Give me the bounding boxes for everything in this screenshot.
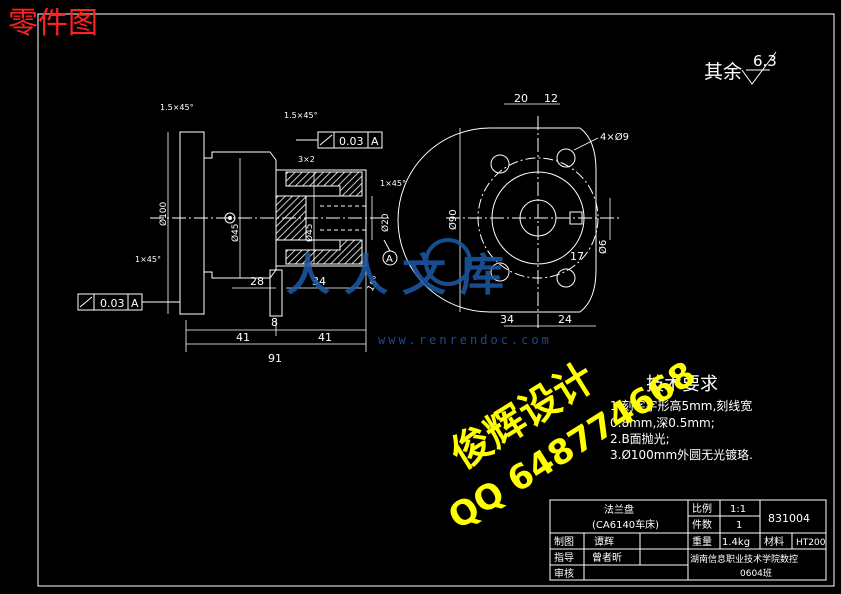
qty-label: 件数 (692, 518, 712, 531)
tolerance-left-datum: A (131, 297, 139, 310)
tech-item-4: 3.Ø100mm外圆无光镀珞. (610, 448, 753, 462)
dim-small-diameter: Ø20 (380, 213, 391, 232)
tolerance-frame-top: 0.03 A (296, 131, 383, 149)
guide-name: 曾者昕 (592, 551, 622, 564)
machine-name: (CA6140车床) (592, 518, 659, 531)
material-label: 材料 (764, 535, 784, 548)
groove-note: 3×2 (298, 155, 315, 164)
class-name: 0604班 (740, 567, 772, 579)
part-name: 法兰盘 (604, 503, 634, 516)
dim-12: 12 (544, 92, 558, 105)
chamfer-left: 1×45° (135, 255, 161, 264)
section-dim-text: Ø100 Ø45 Ø45 Ø20 28 34 8 41 41 91 15° (158, 201, 391, 365)
watermark-site: 人人文库 (286, 250, 518, 301)
section-dimensions (167, 132, 373, 352)
scale-label: 比例 (692, 502, 712, 515)
weight-value: 1.4kg (722, 537, 750, 548)
watermark-url: www.renrendoc.com (378, 333, 552, 347)
tech-item-1: 1.刻字字形高5mm,刻线宽 (610, 398, 752, 413)
flange-outline (397, 127, 597, 313)
hatch-top (285, 171, 363, 197)
dim-91: 91 (268, 352, 282, 365)
drawn-name: 谭辉 (594, 536, 614, 548)
site-watermark: 人人文库 www.renrendoc.com (286, 238, 552, 347)
school-name: 湖南信息职业技术学院数控 (690, 553, 798, 565)
dim-holes: 4×Ø9 (600, 131, 629, 143)
dim-41-b: 41 (318, 331, 332, 344)
bolt-hole-1 (490, 154, 510, 174)
dim-bore-diameter: Ø45 (304, 223, 315, 242)
tech-requirements: 技术要求 1.刻字字形高5mm,刻线宽 0.8mm,深0.5mm; 2.B面抛光… (610, 374, 753, 462)
section-annotations: 1.5×45° 1.5×45° 1×45° 1×45° 3×2 A (135, 103, 406, 265)
dim-side-diameter: Ø90 (447, 209, 459, 230)
dim-34-left: 34 (312, 275, 326, 288)
face-dim-text: 20 12 4×Ø9 Ø90 Ø6 17 34 24 (447, 92, 629, 326)
scale-value: 1:1 (730, 504, 746, 515)
tech-item-2: 0.8mm,深0.5mm; (610, 416, 715, 430)
title-block (549, 499, 827, 581)
sheet-frame (37, 13, 835, 587)
material-value: HT200 (796, 538, 826, 548)
corner-title: 零件图 (8, 6, 98, 41)
watermark-logo-icon (424, 238, 472, 286)
section-view (150, 131, 398, 317)
tolerance-top-value: 0.03 (339, 135, 364, 148)
dim-24: 24 (558, 313, 572, 326)
bolt-hole-4 (556, 268, 576, 288)
dim-hub-diameter: Ø45 (230, 223, 241, 242)
pin-hole (224, 212, 236, 224)
dim-34-right: 34 (500, 313, 514, 326)
roughness-symbol (741, 51, 777, 85)
dim-41-a: 41 (236, 331, 250, 344)
dim-20: 20 (514, 92, 528, 105)
tech-item-3: 2.B面抛光; (610, 431, 670, 446)
dim-17: 17 (570, 250, 584, 263)
datum-letter: A (386, 254, 393, 265)
dim-6: Ø6 (597, 240, 609, 254)
dim-outer-diameter: Ø100 (158, 201, 169, 226)
weight-label: 重量 (692, 535, 712, 548)
drawing-number: 831004 (768, 512, 810, 525)
chamfer-top-left: 1.5×45° (160, 103, 194, 112)
title-block-text: 法兰盘 (CA6140车床) 比例 1:1 件数 1 831004 制图 谭辉 … (554, 502, 826, 580)
chamfer-right: 1×45° (380, 179, 406, 188)
drawn-label: 制图 (554, 535, 574, 548)
dim-28: 28 (250, 275, 264, 288)
bolt-hole-2 (556, 148, 576, 168)
tolerance-frame-left: 0.03 A (77, 293, 180, 311)
bolt-hole-3 (490, 262, 510, 282)
qty-value: 1 (736, 520, 742, 531)
tolerance-left-value: 0.03 (100, 297, 125, 310)
parallel-icon (319, 134, 333, 146)
dim-8: 8 (271, 316, 278, 329)
tech-heading: 技术要求 (646, 374, 718, 395)
roughness-note: 其余 6.3 (704, 51, 777, 85)
tolerance-top-datum: A (371, 135, 379, 148)
roughness-prefix: 其余 (704, 61, 742, 83)
face-view (397, 103, 620, 330)
guide-label: 指导 (554, 551, 574, 564)
roughness-value: 6.3 (753, 52, 777, 70)
perpendicular-icon (79, 296, 93, 308)
flange-plate (179, 131, 205, 315)
review-label: 审核 (554, 567, 574, 580)
chamfer-top-mid: 1.5×45° (284, 111, 318, 120)
